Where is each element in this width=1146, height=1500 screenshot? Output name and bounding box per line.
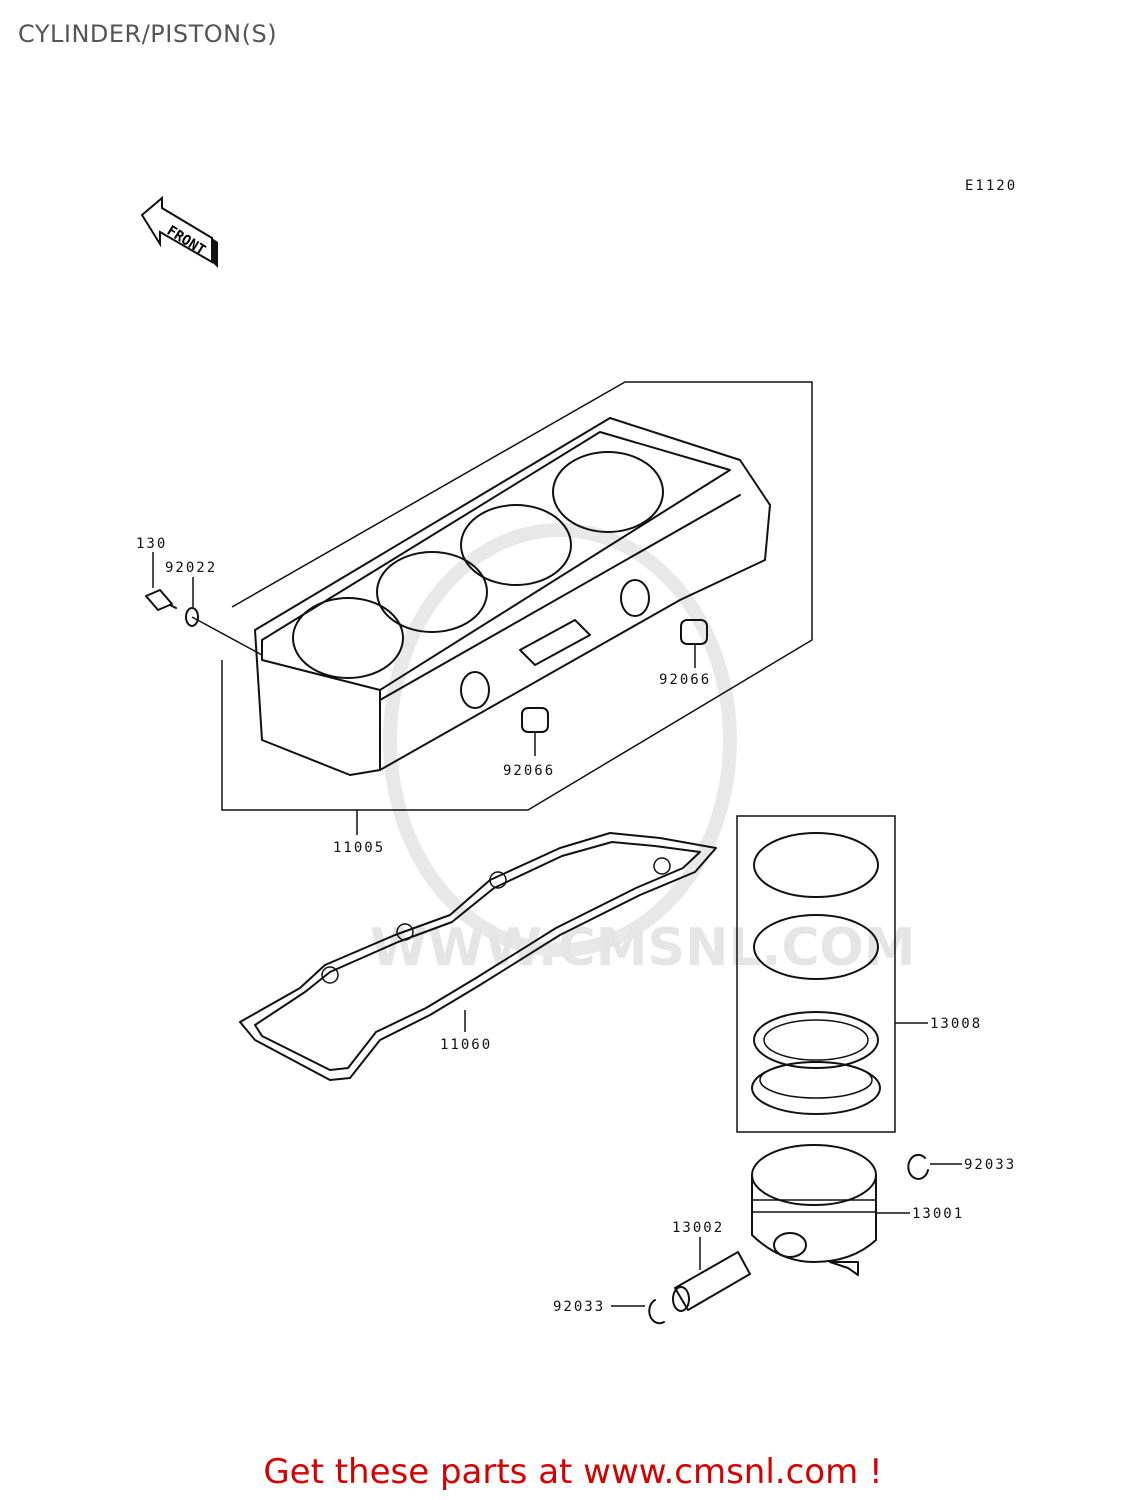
piston-part bbox=[751, 1144, 877, 1276]
ring-set-frame bbox=[736, 815, 896, 1133]
circlip-right-part bbox=[907, 1153, 929, 1180]
callout-washer[interactable]: 92022 bbox=[165, 560, 217, 576]
page-title: CYLINDER/PISTON(S) bbox=[18, 20, 278, 48]
callout-circlip-left[interactable]: 92033 bbox=[553, 1299, 605, 1315]
watermark-text: WWW.CMSNL.COM bbox=[370, 918, 915, 978]
base-gasket-part bbox=[239, 832, 717, 1081]
callout-ring-set[interactable]: 13008 bbox=[930, 1016, 982, 1032]
parts-diagram: WWW.CMSNL.COM E1120 FRONT 130 92022 bbox=[136, 178, 1017, 1325]
callout-bolt[interactable]: 130 bbox=[136, 536, 167, 552]
front-arrow-icon: FRONT bbox=[140, 195, 218, 268]
plug-right-part bbox=[680, 619, 708, 668]
cylinder-callout-frame bbox=[221, 381, 813, 811]
callout-circlip-right[interactable]: 92033 bbox=[964, 1157, 1016, 1173]
watermark: WWW.CMSNL.COM bbox=[370, 523, 915, 978]
cylinder-block bbox=[254, 417, 771, 776]
callout-pin[interactable]: 13002 bbox=[672, 1220, 724, 1236]
callout-gasket[interactable]: 11060 bbox=[440, 1037, 492, 1053]
callout-plug-right[interactable]: 92066 bbox=[659, 672, 711, 688]
bolt-part bbox=[145, 589, 177, 611]
piston-rings-part bbox=[751, 832, 881, 1115]
callout-cylinder[interactable]: 11005 bbox=[333, 840, 385, 856]
callout-piston[interactable]: 13001 bbox=[912, 1206, 964, 1222]
diagram-code: E1120 bbox=[965, 178, 1017, 194]
circlip-left-part bbox=[648, 1299, 665, 1325]
callout-plug-left[interactable]: 92066 bbox=[503, 763, 555, 779]
promo-link[interactable]: Get these parts at www.cmsnl.com ! bbox=[263, 1452, 883, 1492]
piston-pin-part bbox=[672, 1251, 751, 1312]
plug-left-part bbox=[521, 707, 549, 756]
washer-part bbox=[185, 607, 263, 656]
